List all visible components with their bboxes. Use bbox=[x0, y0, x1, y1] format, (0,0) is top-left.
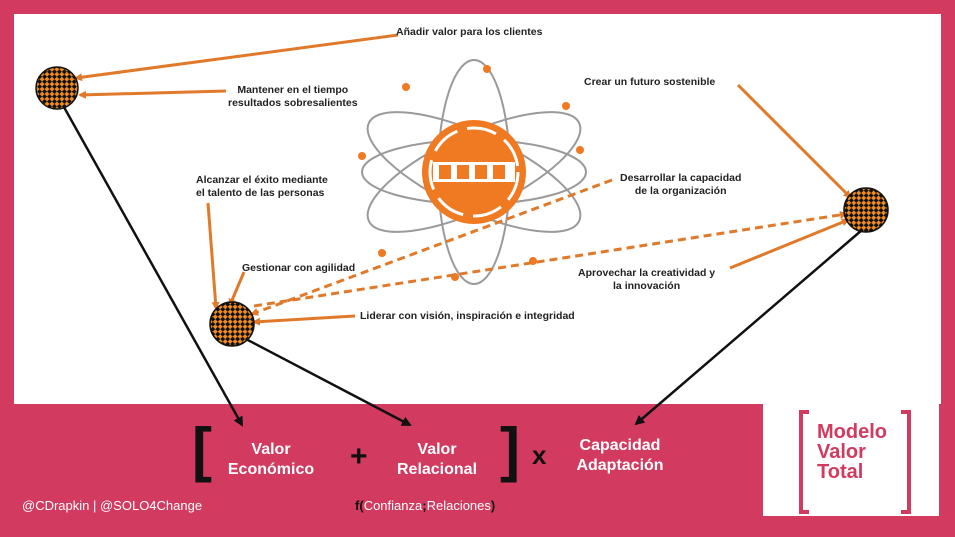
orange-arrows bbox=[74, 33, 852, 326]
logo-bracket-left bbox=[799, 410, 809, 514]
label-desarrollar: Desarrollar la capacidad de la organizac… bbox=[620, 172, 741, 198]
label-gestionar: Gestionar con agilidad bbox=[242, 262, 356, 274]
label-alcanzar-line2: el talento de las personas bbox=[196, 187, 325, 199]
func-body2: Relaciones bbox=[426, 498, 491, 513]
node-middle-left bbox=[209, 301, 255, 347]
valor-relacional-line1: Valor bbox=[417, 441, 457, 458]
valor-economico: Valor Económico bbox=[216, 440, 326, 480]
func-body: Confianza bbox=[363, 498, 423, 513]
label-aprovechar: Aprovechar la creatividad y la innovació… bbox=[578, 267, 715, 293]
plus-sign: + bbox=[350, 440, 368, 473]
label-aprovechar-line2: la innovación bbox=[613, 280, 681, 292]
logo-line3: Total bbox=[817, 461, 864, 483]
twitter-handles: @CDrapkin | @SOLO4Change bbox=[22, 498, 203, 513]
logo-bracket-right bbox=[901, 410, 911, 514]
valor-economico-line2: Económico bbox=[227, 461, 315, 478]
func-open: ( bbox=[359, 498, 364, 513]
node-top-left bbox=[35, 66, 79, 110]
capacidad-line1: Capacidad bbox=[579, 437, 661, 454]
label-crear: Crear un futuro sostenible bbox=[584, 76, 716, 88]
func-close: ) bbox=[490, 498, 496, 513]
valor-economico-line1: Valor bbox=[251, 441, 291, 458]
black-arrows bbox=[58, 99, 863, 427]
valor-relacional: Valor Relacional bbox=[382, 440, 492, 480]
bracket-close: ] bbox=[500, 416, 520, 483]
valor-relacional-line2: Relacional bbox=[396, 461, 478, 478]
label-alcanzar: Alcanzar el éxito mediante el talento de… bbox=[196, 174, 328, 200]
atom-graphic bbox=[358, 59, 587, 285]
logo-line1: Modelo bbox=[817, 421, 887, 443]
label-aprovechar-line1: Aprovechar la creatividad y bbox=[578, 267, 716, 279]
label-mantener-line1: Mantener en el tiempo bbox=[237, 84, 349, 96]
label-mantener-line2: resultados sobresalientes bbox=[228, 97, 358, 109]
logo-line2: Valor bbox=[817, 441, 866, 463]
label-mantener: Mantener en el tiempo resultados sobresa… bbox=[228, 84, 358, 110]
function-formula: f(Confianza;Relaciones) bbox=[355, 498, 495, 513]
times-sign: x bbox=[532, 440, 547, 470]
label-liderar: Liderar con visión, inspiración e integr… bbox=[360, 310, 575, 322]
func-sep: ; bbox=[422, 498, 427, 513]
node-right bbox=[843, 187, 889, 233]
label-desarrollar-line2: de la organización bbox=[634, 185, 727, 197]
logo-text: Modelo Valor Total bbox=[817, 422, 887, 482]
label-desarrollar-line1: Desarrollar la capacidad bbox=[620, 172, 742, 184]
capacidad-adaptacion: Capacidad Adaptación bbox=[562, 436, 678, 476]
bracket-open: [ bbox=[192, 416, 212, 483]
label-alcanzar-line1: Alcanzar el éxito mediante bbox=[196, 174, 328, 186]
logo: Modelo Valor Total bbox=[763, 404, 939, 516]
capacidad-line2: Adaptación bbox=[576, 457, 664, 474]
func-prefix: f bbox=[355, 498, 360, 513]
label-anadir: Añadir valor para los clientes bbox=[396, 26, 543, 38]
